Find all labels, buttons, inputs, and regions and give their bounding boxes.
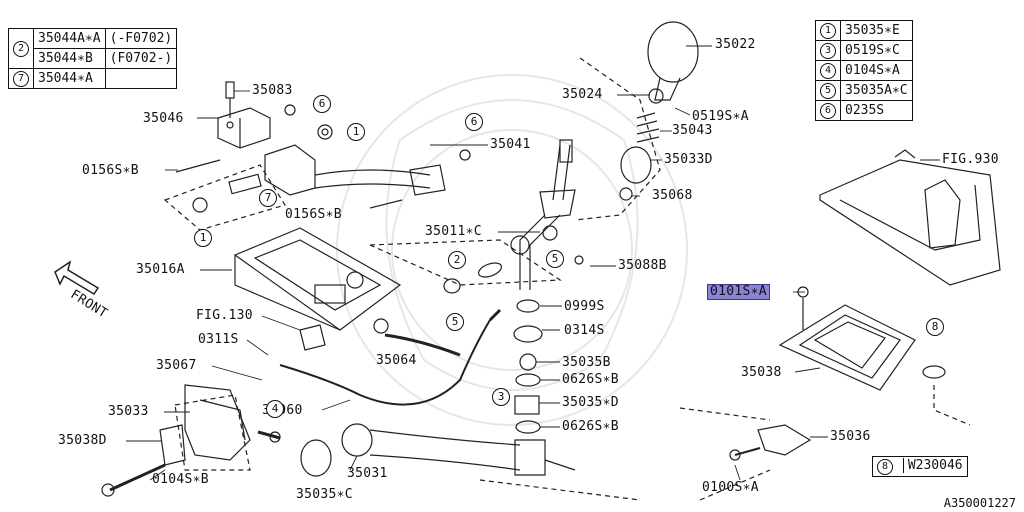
label-0156S-B-2[interactable]: 0156S∗B: [285, 207, 342, 222]
legend-range: (-F0702): [104, 28, 178, 49]
label-35031[interactable]: 35031: [347, 466, 388, 481]
legend-part: W230046: [902, 458, 963, 473]
label-35036[interactable]: 35036: [830, 429, 871, 444]
bracket-35036: [679, 407, 812, 501]
legend-part: 35035∗E: [840, 20, 913, 41]
legend-part: 35044A∗A: [33, 28, 106, 49]
label-35035-C[interactable]: 35035∗C: [296, 487, 353, 502]
bracket-35033: [101, 384, 281, 497]
legend-part: 35044∗B: [33, 48, 106, 69]
label-35038[interactable]: 35038: [741, 365, 782, 380]
legend-part: 35035A∗C: [840, 80, 913, 101]
link-35031: [300, 423, 641, 501]
label-35041[interactable]: 35041: [490, 137, 531, 152]
label-35088B[interactable]: 35088B: [618, 258, 667, 273]
label-0100S-A[interactable]: 0100S∗A: [702, 480, 759, 495]
callout-circle-6: 6: [465, 113, 483, 131]
label-35035-D[interactable]: 35035∗D: [562, 395, 619, 410]
callout-circle-6: 6: [313, 95, 331, 113]
label-35024[interactable]: 35024: [562, 87, 603, 102]
front-arrow-icon: [54, 260, 100, 296]
boot-35038: [778, 286, 971, 426]
legend-circle: 2: [13, 41, 29, 57]
label-0519S-A[interactable]: 0519S∗A: [692, 109, 749, 124]
watermark-seal: [336, 74, 688, 426]
label-35067[interactable]: 35067: [156, 358, 197, 373]
callout-circle-4: 4: [266, 400, 284, 418]
label-fig930[interactable]: FIG.930: [942, 152, 999, 167]
legend-circle: 4: [820, 63, 836, 79]
label-35033[interactable]: 35033: [108, 404, 149, 419]
legend-part: 0235S: [840, 100, 913, 121]
label-fig130[interactable]: FIG.130: [196, 308, 253, 323]
label-0999S[interactable]: 0999S: [564, 299, 605, 314]
rod-35041: [163, 144, 471, 231]
callout-circle-7: 7: [259, 189, 277, 207]
callout-circle-5: 5: [446, 313, 464, 331]
label-35064[interactable]: 35064: [376, 353, 417, 368]
legend-circle: 1: [820, 23, 836, 39]
label-35035B[interactable]: 35035B: [562, 355, 611, 370]
callout-circle-3: 3: [492, 388, 510, 406]
legend-circle: 7: [13, 71, 29, 87]
legend-circle: 6: [820, 103, 836, 119]
label-0626S-B-2[interactable]: 0626S∗B: [562, 419, 619, 434]
label-35038D[interactable]: 35038D: [58, 433, 107, 448]
lever-35011: [510, 21, 699, 290]
bracket-35046: [217, 81, 333, 149]
label-35068[interactable]: 35068: [652, 188, 693, 203]
callout-circle-8: 8: [926, 318, 944, 336]
callout-circle-1: 1: [347, 123, 365, 141]
label-0104S-B[interactable]: 0104S∗B: [152, 472, 209, 487]
legend-part: 0104S∗A: [840, 60, 913, 81]
legend-circle: 8: [877, 459, 893, 475]
label-0101S-A-highlighted[interactable]: 0101S∗A: [707, 284, 770, 300]
legend-row: 7 35044∗A: [8, 68, 178, 89]
legend-row: 2 35044A∗A (-F0702): [8, 28, 178, 69]
label-35083[interactable]: 35083: [252, 83, 293, 98]
legend-range: (F0702-): [104, 48, 178, 69]
leader-lines: [126, 45, 940, 481]
legend-row: 35044∗B (F0702-): [9, 48, 178, 69]
console-fig930: [819, 149, 1001, 286]
label-35011-C[interactable]: 35011∗C: [425, 224, 482, 239]
label-35043[interactable]: 35043: [672, 123, 713, 138]
label-35033D[interactable]: 35033D: [664, 152, 713, 167]
callout-circle-2: 2: [448, 251, 466, 269]
legend-part: 35044∗A: [33, 68, 106, 89]
label-35016A[interactable]: 35016A: [136, 262, 185, 277]
callout-circle-1: 1: [194, 229, 212, 247]
legend-table-left: 2 35044A∗A (-F0702) 35044∗B (F0702-) 7 3…: [8, 28, 178, 89]
legend-circle: 3: [820, 43, 836, 59]
label-35022[interactable]: 35022: [715, 37, 756, 52]
w-part-box: 8 W230046: [872, 456, 968, 477]
cable-35060: [279, 308, 502, 406]
label-0626S-B[interactable]: 0626S∗B: [562, 372, 619, 387]
legend-range: [104, 68, 178, 89]
legend-part: 0519S∗C: [840, 40, 913, 61]
label-35046[interactable]: 35046: [143, 111, 184, 126]
reference-code: A350001227: [943, 496, 1016, 510]
label-0311S[interactable]: 0311S: [198, 332, 239, 347]
housing-35016A: [233, 227, 562, 331]
label-0314S[interactable]: 0314S: [564, 323, 605, 338]
legend-circle: 5: [820, 83, 836, 99]
callout-circle-5: 5: [546, 250, 564, 268]
label-0156S-B[interactable]: 0156S∗B: [82, 163, 139, 178]
